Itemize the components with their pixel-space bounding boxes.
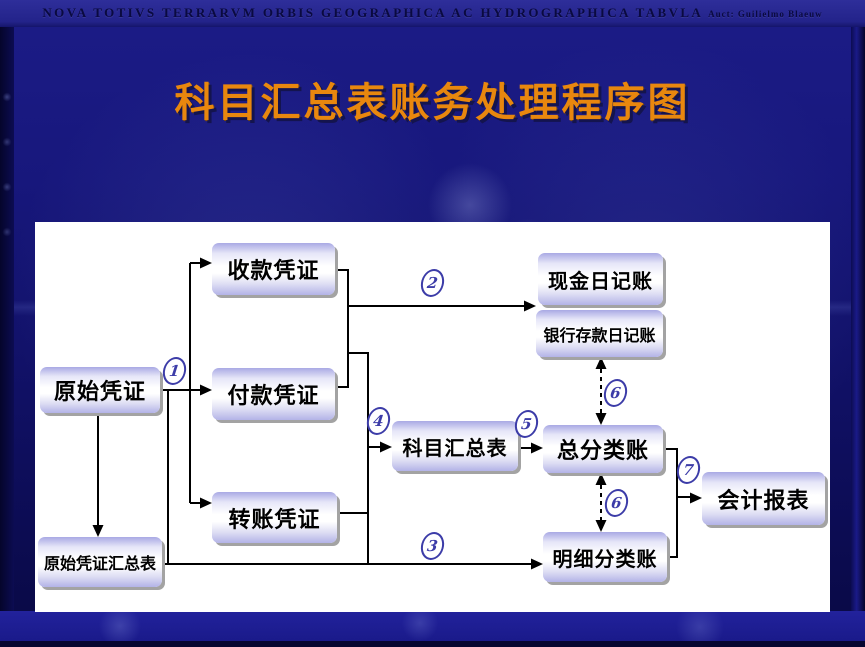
slide-title: 科目汇总表账务处理程序图 [174,79,691,126]
flow-node-accounting-statements: 会计报表 [702,472,825,525]
flow-node-account-summary-table: 科目汇总表 [392,421,518,471]
node-label: 原始凭证汇总表 [43,556,156,573]
node-label: 转账凭证 [228,506,321,532]
map-banner-suffix: Auct: Guilielmo Blaeuw [708,9,823,19]
flowchart-panel: 原始凭证 原始凭证汇总表 收款凭证 付款凭证 转账凭证 科目汇总表 现金日记账 … [35,222,830,612]
map-banner-text: NOVA TOTIVS TERRARVM ORBIS GEOGRAPHICA A… [42,5,703,20]
flow-node-payment-voucher: 付款凭证 [212,368,335,420]
map-border-right [851,27,865,647]
flow-node-bank-deposit-journal: 银行存款日记账 [536,310,663,357]
flow-node-original-voucher-summary: 原始凭证汇总表 [38,537,162,587]
flow-node-general-ledger: 总分类账 [543,425,663,473]
map-banner: NOVA TOTIVS TERRARVM ORBIS GEOGRAPHICA A… [0,0,865,27]
flow-node-transfer-voucher: 转账凭证 [212,492,337,543]
node-label: 会计报表 [717,487,810,513]
node-label: 科目汇总表 [402,437,508,460]
flowchart-connectors [92,257,702,570]
node-label: 收款凭证 [227,258,320,283]
node-label: 银行存款日记账 [543,327,656,345]
node-label: 总分类账 [556,438,649,463]
flow-node-receipt-voucher: 收款凭证 [212,243,335,295]
map-border-left [0,27,14,647]
flow-node-original-voucher: 原始凭证 [40,367,160,413]
map-border-bottom [0,611,865,641]
flow-node-subsidiary-ledger: 明细分类账 [543,532,667,582]
slide-bottom-edge [0,641,865,647]
node-label: 明细分类账 [552,548,658,571]
node-label: 现金日记账 [548,270,653,293]
node-label: 原始凭证 [53,379,146,404]
node-label: 付款凭证 [227,383,320,408]
flow-node-cash-journal: 现金日记账 [538,253,663,305]
